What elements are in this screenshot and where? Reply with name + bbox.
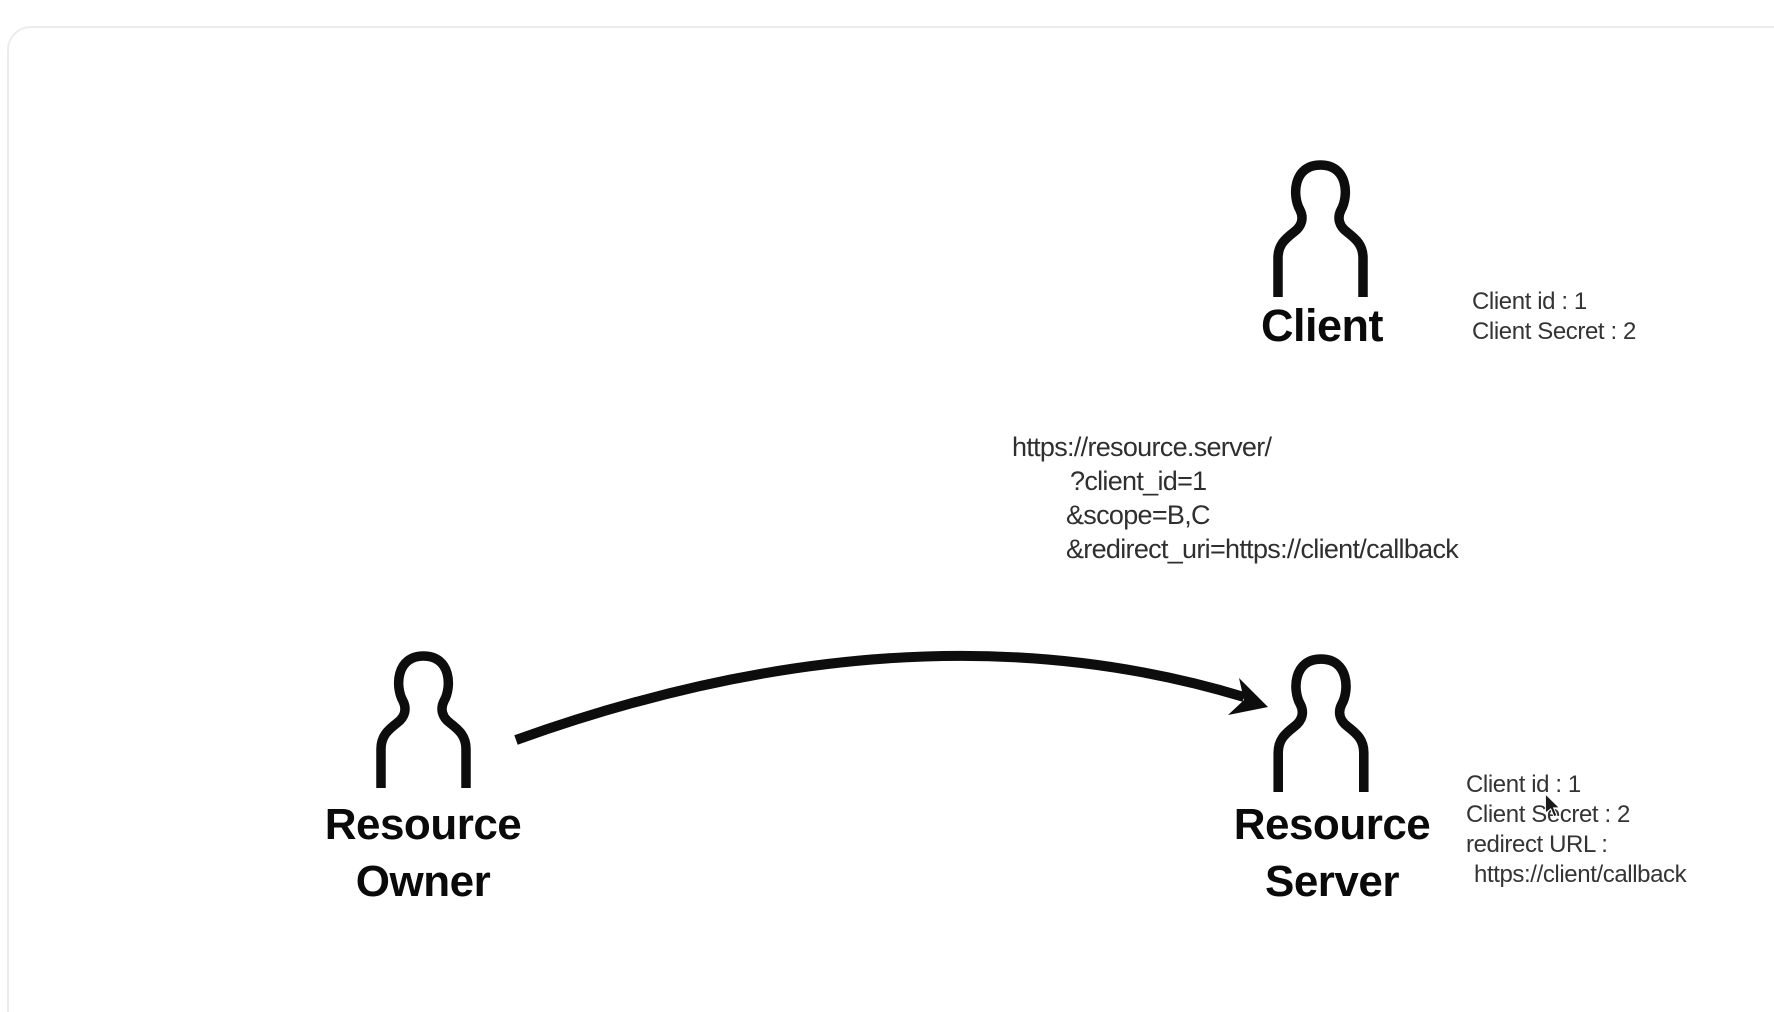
client-label: Client — [1260, 300, 1384, 351]
client-credentials-text: Client id : 1 Client Secret : 2 — [1472, 287, 1636, 347]
client-secret-line: Client Secret : 2 — [1472, 318, 1636, 345]
resource-owner-person-icon — [376, 651, 471, 788]
resource-owner-label: Resource Owner — [298, 796, 548, 910]
resource-server-registration-text: Client id : 1 Client Secret : 2 redirect… — [1466, 770, 1687, 890]
client-id-line: Client id : 1 — [1472, 288, 1587, 315]
resource-server-label-line2: Server — [1264, 857, 1400, 906]
client-person-icon — [1273, 160, 1368, 297]
request-url-client-id-param: ?client_id=1 — [1070, 466, 1207, 496]
server-client-id-line: Client id : 1 — [1466, 771, 1581, 798]
resource-owner-label-line1: Resource — [324, 800, 522, 849]
resource-owner-label-line2: Owner — [355, 857, 491, 906]
request-url-redirect-param: &redirect_uri=https://client/callback — [1066, 534, 1459, 564]
request-url-base: https://resource.server/ — [1012, 432, 1272, 462]
server-redirect-url-value-line: https://client/callback — [1474, 861, 1687, 888]
resource-server-label: Resource Server — [1207, 796, 1457, 910]
server-client-secret-line: Client Secret : 2 — [1466, 801, 1630, 828]
server-redirect-url-label-line: redirect URL : — [1466, 831, 1608, 858]
mouse-cursor-icon — [1544, 794, 1561, 818]
request-url-scope-param: &scope=B,C — [1066, 500, 1211, 530]
resource-server-label-line1: Resource — [1233, 800, 1431, 849]
resource-server-person-icon — [1273, 654, 1369, 792]
